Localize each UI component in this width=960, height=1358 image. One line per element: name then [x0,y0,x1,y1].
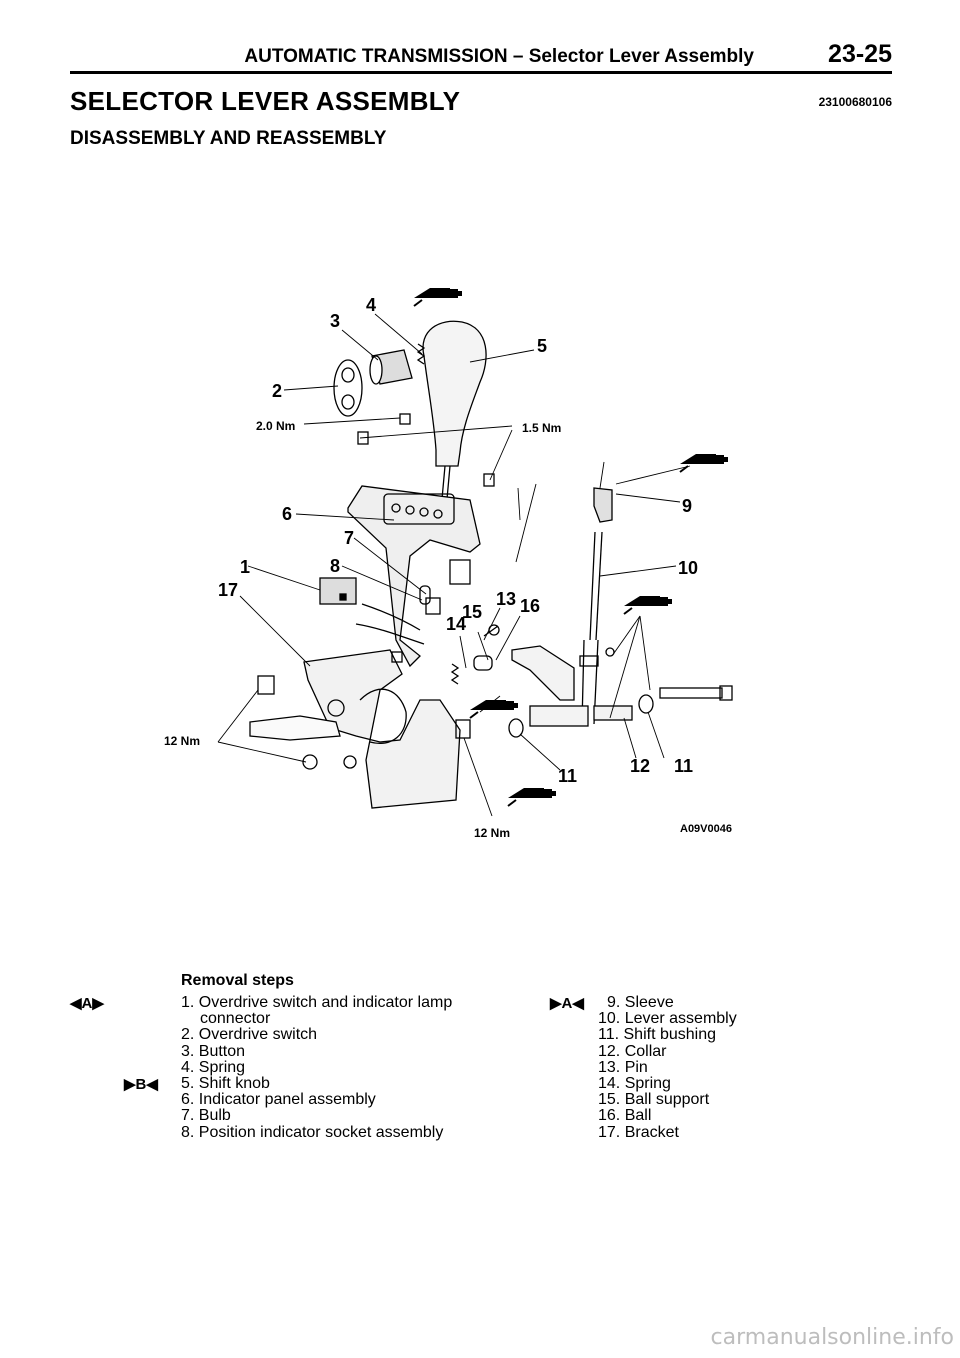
list-item: 10. Lever assembly [598,1010,737,1028]
callout-7: 7 [344,528,354,548]
removal-steps-heading: Removal steps [181,972,294,989]
callout-6: 6 [282,504,292,524]
service-mark-b: ▶B◀ [124,1076,158,1093]
list-item: 7. Bulb [181,1107,231,1125]
torque-label: 2.0 Nm [256,419,295,433]
header-title: AUTOMATIC TRANSMISSION – Selector Lever … [244,46,754,67]
callout-8: 8 [330,556,340,576]
list-item: 4. Spring [181,1058,246,1076]
list-item: 12. Collar [598,1042,667,1060]
section-code: 23100680106 [818,95,892,109]
torque-label: 12 Nm [164,734,200,748]
page-header: AUTOMATIC TRANSMISSION – Selector Lever … [70,40,892,70]
list-item: 14. Spring [598,1075,671,1093]
callout-10: 10 [678,558,698,578]
callout-14: 14 [446,614,466,634]
callout-13: 13 [496,589,516,609]
section-title: SELECTOR LEVER ASSEMBLY [70,86,461,116]
removal-steps-left: 1. Overdrive switch and indicator lamp c… [181,994,453,1141]
list-item: 6. Indicator panel assembly [181,1091,376,1109]
callout-12: 12 [630,756,650,776]
callout-16: 16 [520,596,540,616]
grease-gun-icon [507,787,557,807]
torque-label: 12 Nm [474,826,510,840]
callout-3: 3 [330,311,340,331]
list-item: 1. Overdrive switch and indicator lamp [181,994,453,1011]
list-item: 3. Button [181,1042,246,1060]
list-item: 8. Position indicator socket assembly [181,1123,444,1141]
grease-gun-icon [469,699,519,719]
callout-2: 2 [272,381,282,401]
list-item: 2. Overdrive switch [181,1026,318,1044]
service-mark-a: ▶A◀ [550,995,584,1012]
list-item: 5. Shift knob [181,1075,270,1093]
list-item: 9. Sleeve [607,994,674,1011]
callout-11b: 11 [674,756,693,776]
list-item: 16. Ball [598,1107,652,1125]
grease-gun-icon [623,595,673,615]
callout-11a: 11 [558,766,577,786]
callout-17: 17 [218,580,238,600]
list-item: connector [200,1010,271,1028]
callout-15: 15 [462,602,482,622]
service-mark-a: ◀A▶ [70,995,104,1012]
removal-steps-right: 9. Sleeve 10. Lever assembly 11. Shift b… [598,994,737,1141]
grease-gun-icon [413,287,463,307]
figure-code: A09V0046 [680,823,732,835]
callout-4: 4 [366,295,376,315]
grease-gun-icon [679,453,729,473]
page-number: 23-25 [828,40,892,68]
list-item: 17. Bracket [598,1123,679,1141]
list-item: 11. Shift bushing [598,1026,717,1044]
callout-9: 9 [682,496,692,516]
header-rule [70,71,892,74]
watermark: carmanualsonline.info [710,1325,954,1350]
list-item: 15. Ball support [598,1091,710,1109]
callout-1: 1 [240,557,250,577]
torque-label: 1.5 Nm [522,421,561,435]
callout-5: 5 [537,336,547,356]
list-item: 13. Pin [598,1058,648,1076]
section-subtitle: DISASSEMBLY AND REASSEMBLY [70,128,387,149]
